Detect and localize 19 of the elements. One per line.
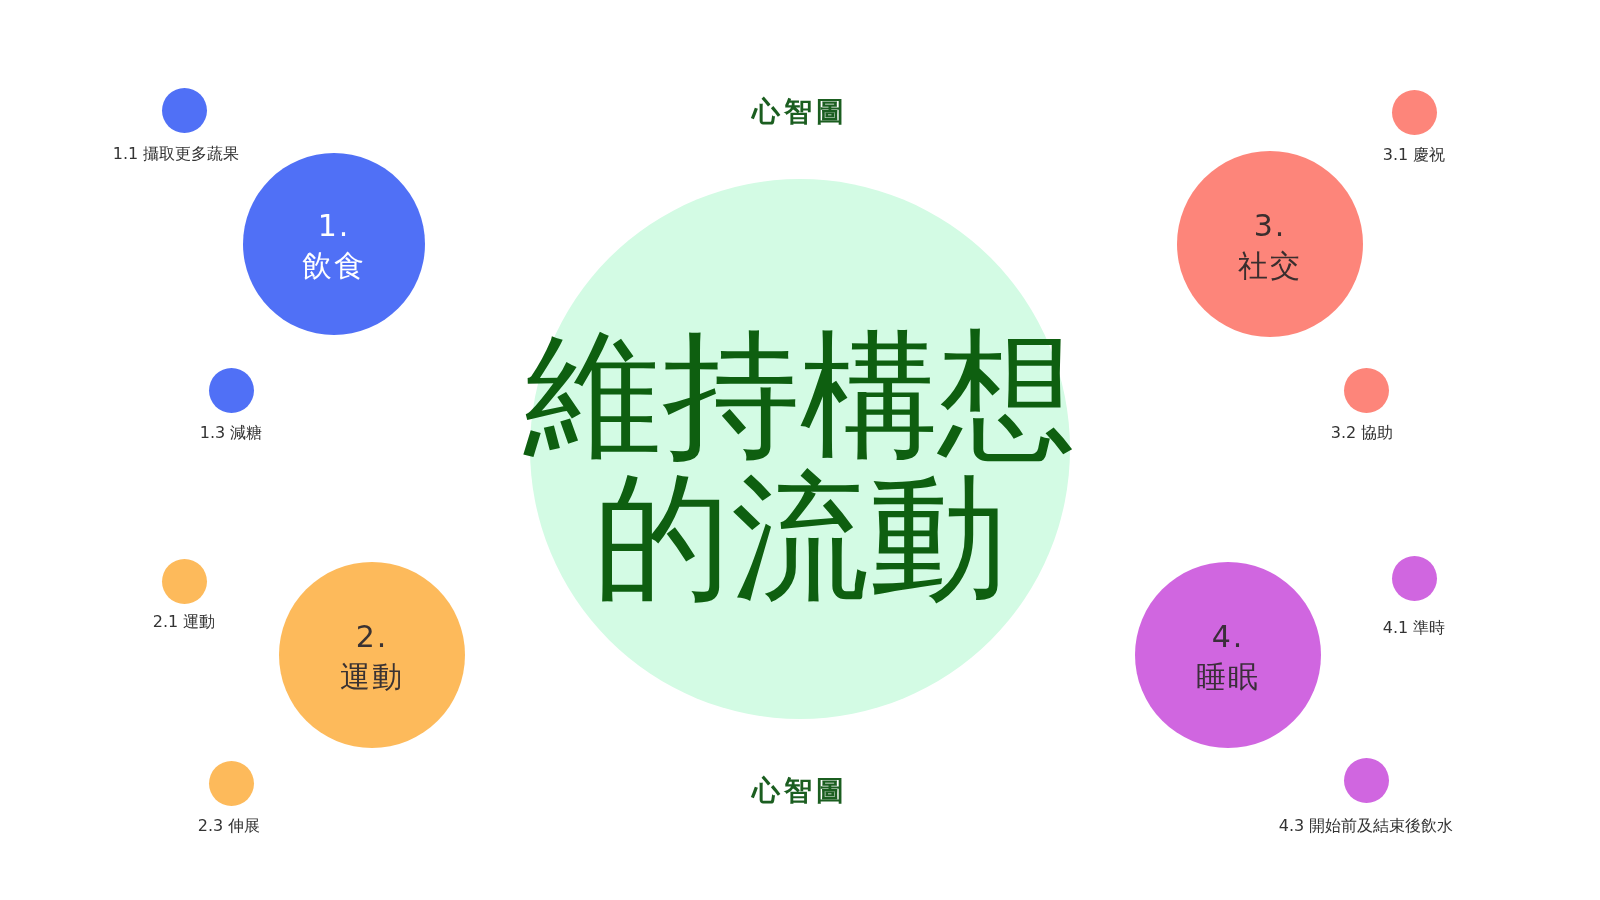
topic-number: 3. (1253, 208, 1287, 244)
subtopic-label: 4.1 準時 (1382, 618, 1446, 638)
subtopic-label: 3.1 慶祝 (1382, 145, 1446, 165)
subtopic-label: 3.2 協助 (1330, 423, 1394, 443)
topic-number: 2. (355, 619, 389, 655)
topic-label: 睡眠 (1196, 659, 1260, 695)
subtopic-label: 4.3 開始前及結束後飲水 (1278, 816, 1454, 836)
heading-text: 心智圖 (752, 774, 848, 808)
subtopic-label: 2.1 運動 (152, 612, 216, 632)
topic-number: 4. (1211, 619, 1245, 655)
subtopic-label: 1.1 攝取更多蔬果 (112, 144, 240, 164)
subtopic-label: 1.3 減糖 (199, 423, 263, 443)
subtopic-label: 2.3 伸展 (197, 816, 261, 836)
central-topic-text: 維持構想的流動 (522, 325, 1077, 609)
topic-label: 運動 (340, 659, 404, 695)
topic-label: 社交 (1238, 248, 1302, 284)
heading-text: 心智圖 (752, 95, 848, 129)
topic-number: 1. (317, 208, 351, 244)
topic-label: 飲食 (302, 248, 366, 284)
